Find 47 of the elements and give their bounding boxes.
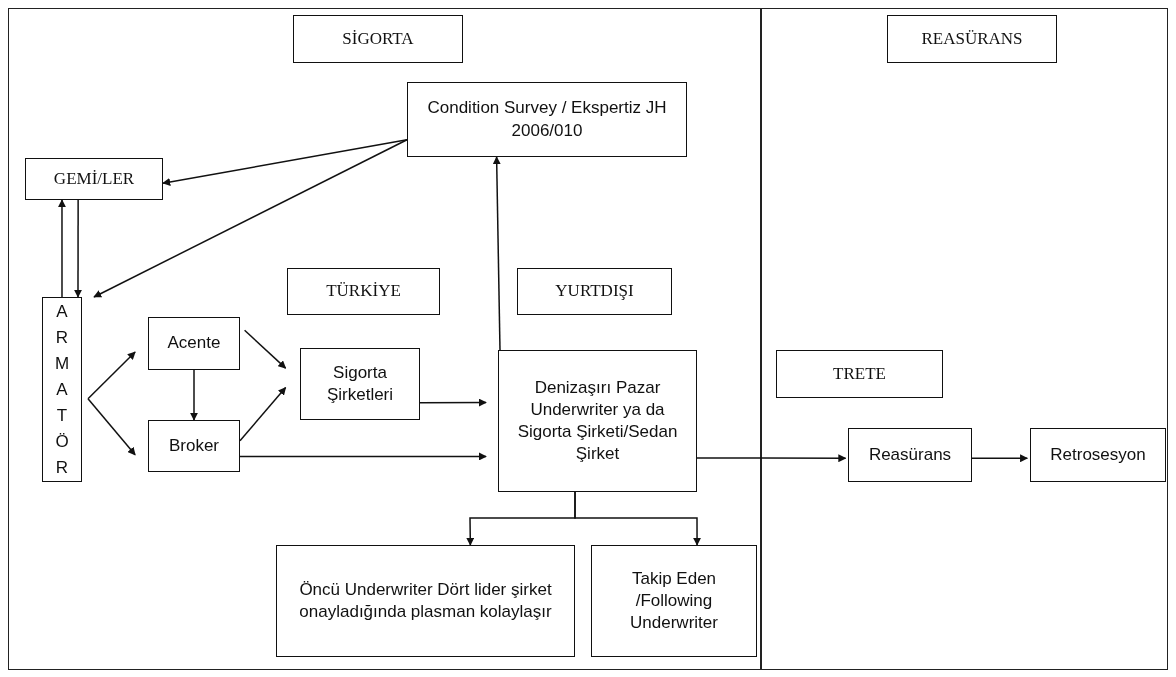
- arrow: [162, 139, 408, 186]
- vertical-label-box: [42, 297, 82, 482]
- heading-box: [287, 268, 440, 315]
- heading-box: [293, 15, 463, 63]
- process-box: [848, 428, 972, 482]
- box-label: Broker: [168, 434, 220, 457]
- arrow: [696, 454, 847, 463]
- arrow: [492, 156, 501, 351]
- arrow: [574, 491, 702, 546]
- box-label: Retrosesyon: [1050, 443, 1146, 466]
- box-label: Reasürans: [868, 443, 952, 466]
- arrow: [190, 369, 198, 421]
- process-box: [148, 420, 240, 472]
- process-box: [148, 317, 240, 370]
- box-label: Acente: [167, 332, 221, 355]
- box-label: GEMİ/LER: [53, 167, 135, 190]
- process-box: [591, 545, 757, 657]
- box-label: Denizaşırı Pazar Underwriter ya da Sigorta Şirketi/Sedan Şirket: [516, 376, 679, 466]
- arrow: [58, 199, 66, 298]
- arrow: [87, 398, 136, 456]
- box-label: REASÜRANS: [921, 27, 1023, 50]
- arrow: [87, 351, 136, 400]
- arrow: [93, 139, 408, 298]
- heading-box: [517, 268, 672, 315]
- box-label: TRETE: [833, 362, 886, 385]
- box-label: ARMATÖR: [53, 300, 71, 479]
- box-label: Sigorta Şirketleri: [325, 361, 395, 406]
- box-label: Takip Eden /Following Underwriter: [629, 567, 719, 635]
- heading-box: [887, 15, 1057, 63]
- process-box: [498, 350, 697, 492]
- arrow: [74, 199, 82, 298]
- box-label: Condition Survey / Ekspertiz JH 2006/010: [426, 97, 668, 142]
- arrow: [243, 329, 287, 369]
- box-label: SİGORTA: [342, 27, 414, 50]
- process-box: [1030, 428, 1166, 482]
- arrow: [239, 386, 287, 442]
- arrow: [419, 398, 487, 407]
- process-box: [300, 348, 420, 420]
- heading-box: [776, 350, 943, 398]
- arrow: [971, 454, 1029, 463]
- heading-box: [25, 158, 163, 200]
- box-label: TÜRKİYE: [326, 280, 401, 303]
- process-box: [407, 82, 687, 157]
- arrow: [239, 452, 487, 461]
- box-label: Öncü Underwriter Dört lider şirket onayladığında plasman kolaylaşır: [298, 578, 553, 623]
- process-box: [276, 545, 575, 657]
- box-label: YURTDIŞI: [555, 280, 634, 303]
